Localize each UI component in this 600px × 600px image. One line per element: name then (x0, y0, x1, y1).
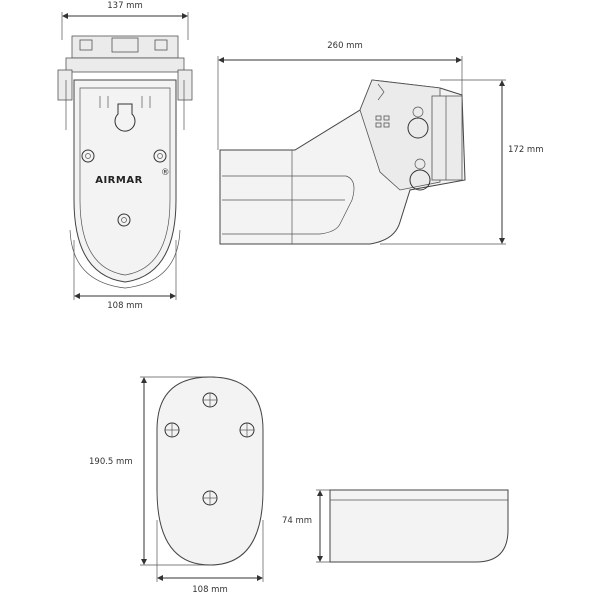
profile-outline (329, 489, 509, 563)
bolt-right-icon (153, 149, 167, 163)
profile-view: 74 mm (282, 489, 509, 563)
bracket-clamp (111, 37, 139, 53)
front-housing (73, 79, 177, 283)
bottom-view: 190.5 mm 108 mm (89, 376, 264, 595)
front-view: 137 mm AIRMAR ® (57, 1, 193, 311)
bolt-left-icon (81, 149, 95, 163)
side-transom-plate (431, 95, 463, 181)
dim-label-74: 74 mm (282, 516, 312, 526)
keyhole-slot (114, 103, 136, 132)
bolt-bottom-icon (117, 213, 131, 227)
dim-label-260: 260 mm (327, 41, 363, 51)
bracket-arm (65, 57, 185, 73)
side-view: 260 mm 172 mm (217, 41, 544, 245)
hinge-left (57, 69, 73, 101)
pivot-knob-bottom-icon (409, 169, 431, 191)
dim-label-137: 137 mm (107, 1, 143, 11)
hinge-right (177, 69, 193, 101)
bottom-outline (156, 376, 264, 566)
dim-label-108-front: 108 mm (107, 301, 143, 311)
pivot-knob-top-icon (407, 117, 429, 139)
dim-label-190: 190.5 mm (89, 457, 133, 467)
brand-logo: AIRMAR (95, 175, 143, 186)
bracket-slot-left (79, 39, 93, 51)
bracket-slot-right (154, 39, 168, 51)
dim-label-172: 172 mm (508, 145, 544, 155)
dim-label-108-bottom: 108 mm (192, 585, 228, 595)
brand-registered-mark: ® (161, 168, 170, 178)
